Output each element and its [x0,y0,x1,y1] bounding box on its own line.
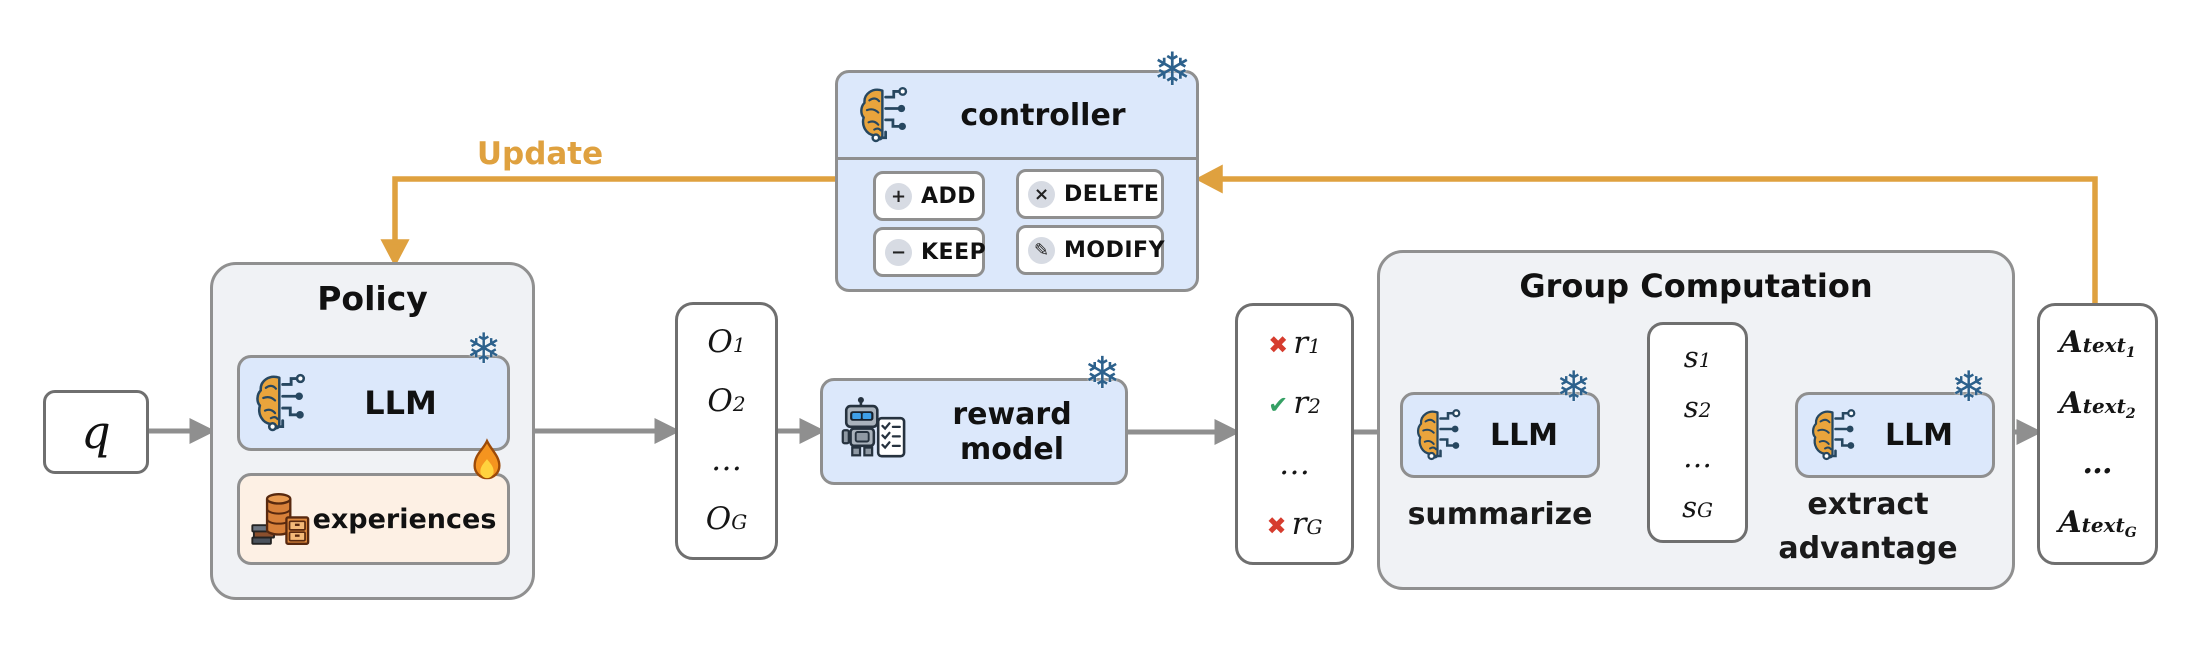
fire-icon [468,438,506,484]
robot-checklist-icon [835,395,911,469]
update-label: Update [476,136,604,172]
cross-mark-icon: ✖ [1266,511,1287,540]
policy-llm-box: LLM [237,355,510,451]
reward-model-box: reward model [820,378,1128,485]
controller-header: controller [838,73,1196,160]
minus-icon: − [885,238,912,266]
snowflake-icon: ❄ [1556,362,1592,411]
experiences-archive-icon [250,488,312,550]
query-box: q [43,390,149,474]
summarize-llm-box: LLM [1400,392,1600,478]
ellipsis: … [711,442,742,478]
reward-model-label: reward model [952,396,1072,467]
extract-llm-box: LLM [1795,392,1995,478]
controller-button-delete: × DELETE [1016,169,1164,219]
controller-title: controller [960,97,1126,133]
policy-title: Policy [317,279,428,318]
ellipsis: … [2082,446,2113,482]
experiences-label: experiences [312,503,497,535]
brain-circuit-icon [858,82,910,148]
controller-button-keep: − KEEP [873,227,986,277]
query-symbol: q [81,405,111,459]
snowflake-icon: ❄ [466,324,502,373]
experiences-box: experiences [237,473,510,565]
cross-icon: × [1028,180,1055,208]
brain-circuit-icon [254,371,308,435]
summarize-llm-label: LLM [1489,417,1559,453]
ellipsis: … [1279,445,1310,482]
extract-llm-label: LLM [1884,417,1954,453]
ellipsis: … [1683,440,1712,474]
pencil-icon: ✎ [1028,236,1055,264]
plus-icon: + [885,182,912,210]
extract-advantage-caption-line2: advantage [1778,531,1958,566]
brain-circuit-icon [1415,406,1463,464]
cross-mark-icon: ✖ [1268,331,1289,359]
snowflake-icon: ❄ [1153,42,1192,96]
brain-circuit-icon [1810,406,1858,464]
summarize-caption: summarize [1407,497,1593,532]
extract-advantage-caption-line1: extract [1807,487,1929,522]
policy-llm-label: LLM [364,384,437,422]
check-mark-icon: ✔ [1268,391,1289,420]
update-feedback-arrows [380,164,2098,306]
controller-button-add: + ADD [873,171,985,221]
controller-button-modify: ✎ MODIFY [1016,225,1165,275]
snowflake-icon: ❄ [1084,348,1121,399]
group-computation-title: Group Computation [1519,267,1873,305]
snowflake-icon: ❄ [1951,362,1987,411]
